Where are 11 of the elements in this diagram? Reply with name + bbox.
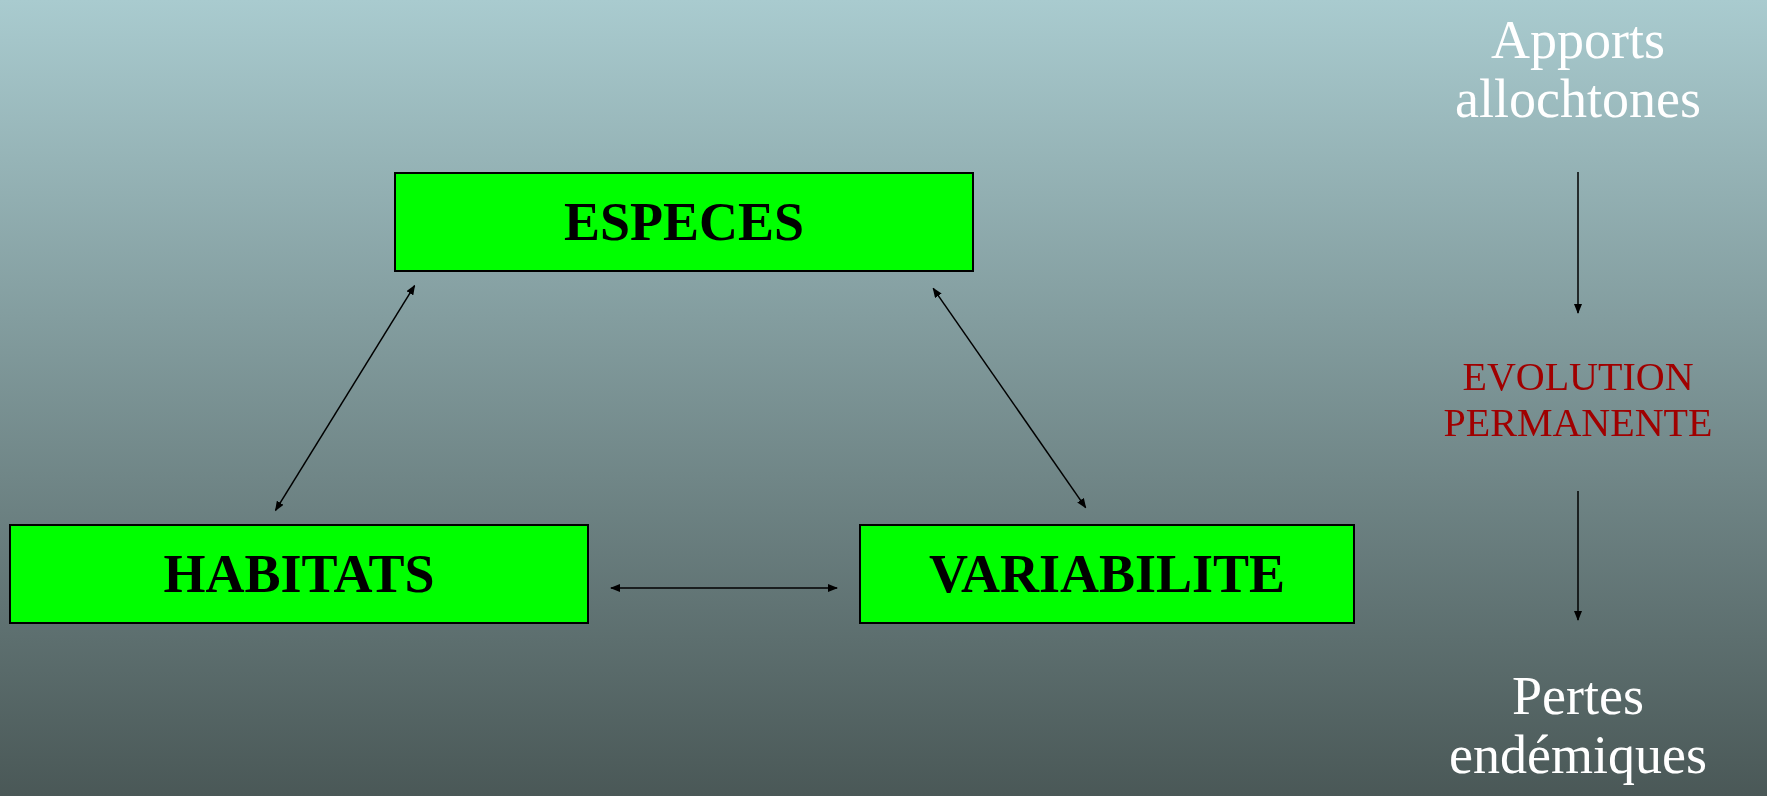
text-label: Pertes endémiques — [1408, 656, 1748, 796]
text-label: Apports allochtones — [1408, 0, 1748, 140]
process-box: HABITATS — [9, 524, 589, 624]
arrow — [274, 284, 416, 512]
arrow — [610, 584, 838, 592]
text-label: EVOLUTION PERMANENTE — [1408, 345, 1748, 455]
arrow — [932, 287, 1087, 509]
process-box: VARIABILITE — [859, 524, 1355, 624]
process-box: ESPECES — [394, 172, 974, 272]
arrow — [1574, 171, 1582, 314]
arrow — [1574, 490, 1582, 621]
